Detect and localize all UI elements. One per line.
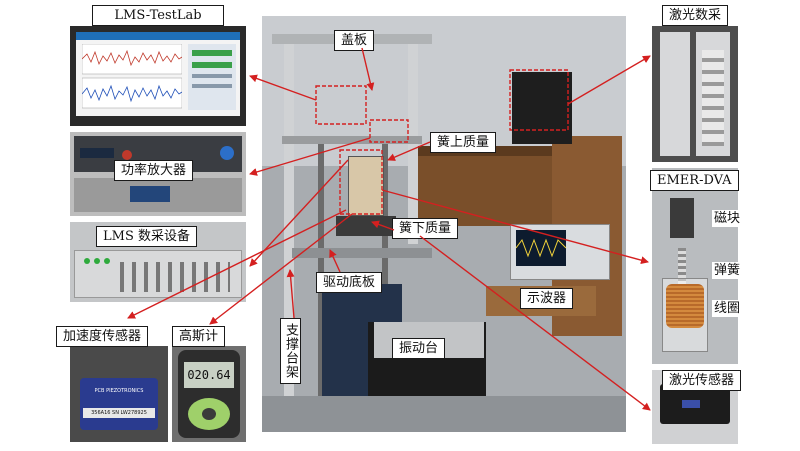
screen-toolbar [76, 32, 240, 40]
lms-testlab-photo [70, 26, 246, 126]
label-laser-daq: 激光数采 [662, 5, 729, 26]
label-oscilloscope: 示波器 [520, 288, 574, 309]
label-magnet: 磁块 [712, 210, 743, 227]
label-power-amplifier: 功率放大器 [114, 160, 194, 181]
label-coil: 线圈 [712, 300, 743, 317]
label-drive-base-plate: 驱动底板 [316, 272, 383, 293]
screen-side-panel [188, 44, 236, 110]
label-spring-upper-mass: 簧上质量 [430, 132, 497, 153]
label-accelerometer: 加速度传感器 [56, 326, 149, 347]
label-spring: 弹簧 [712, 262, 743, 279]
label-gaussmeter: 高斯计 [172, 326, 226, 347]
signal-plot [82, 44, 182, 109]
pcb-serial-text: 356A16 SN LW278925 [83, 408, 155, 418]
pcb-brand-text: PCB PIEZOTRONICS [94, 388, 144, 394]
gauss-reading: 020.64 [187, 368, 231, 382]
laser-daq-photo [652, 26, 738, 162]
label-cover-plate: 盖板 [334, 30, 375, 51]
label-emer-dva: EMER-DVA [650, 170, 739, 191]
power-amplifier-photo [70, 132, 246, 216]
gaussmeter-photo: 020.64 [172, 346, 246, 442]
label-spring-lower-mass: 簧下质量 [392, 218, 459, 239]
label-support-frame: 支撑台架 [280, 318, 301, 384]
accelerometer-photo: PCB PIEZOTRONICS 356A16 SN LW278925 [70, 346, 168, 442]
label-lms-daq: LMS 数采设备 [96, 226, 197, 247]
monitor-screen [76, 32, 240, 116]
label-laser-sensor: 激光传感器 [662, 370, 742, 391]
label-lms-testlab: LMS-TestLab [92, 5, 224, 26]
label-shaker: 振动台 [392, 338, 446, 359]
gauss-display: 020.64 [184, 362, 234, 388]
